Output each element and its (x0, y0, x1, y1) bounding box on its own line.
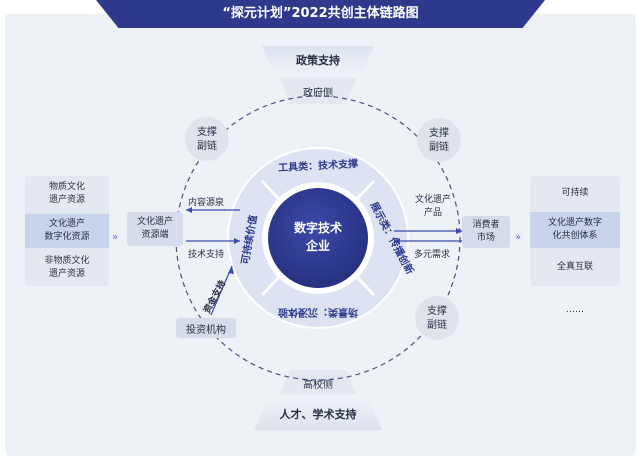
consumer-market-box (462, 216, 510, 248)
talent-trapezoid (254, 398, 382, 430)
title-banner (96, 0, 545, 28)
right-item-system: 文化遗产数字 化共创体系 (547, 218, 602, 241)
support-tl-label: 支撑 副链 (197, 127, 217, 152)
support-bubble-tl (185, 117, 229, 161)
policy-trapezoid (262, 46, 374, 74)
right-item-interconnect: 全真互联 (556, 262, 593, 272)
left-item-digital-highlight (25, 214, 109, 248)
core-circle (268, 188, 368, 288)
left-item-tangible: 物质文化 遗产资源 (48, 182, 85, 205)
investor-box (176, 318, 236, 338)
core-line-2: 企业 (305, 239, 330, 253)
resource-endpoint-box (127, 212, 183, 246)
resource-endpoint-label: 文化遗产 资源端 (136, 217, 173, 240)
university-trapezoid (280, 370, 356, 394)
core-label: 数字技术 企业 (268, 219, 368, 255)
svg-text:»: » (112, 232, 118, 243)
heritage-product-label: 文化遗产 产品 (414, 195, 451, 218)
diagram-title: “探元计划”2022共创主体链路图 (222, 6, 419, 21)
svg-text:»: » (515, 232, 521, 243)
talent-support-label: 人才、学术支持 (279, 408, 357, 421)
right-item-system-highlight (530, 212, 620, 248)
right-item-more: …… (566, 305, 584, 315)
consumer-market-label: 消费者 市场 (472, 220, 500, 243)
support-tr-label: 支撑 副链 (429, 128, 449, 153)
investor-label: 投资机构 (186, 325, 226, 336)
core-line-1: 数字技术 (293, 221, 342, 235)
government-label: 政府侧 (303, 88, 333, 99)
support-bubble-tr (417, 118, 461, 162)
left-item-intangible: 非物质文化 遗产资源 (44, 256, 90, 279)
tech-support-label: 技术支持 (188, 250, 225, 260)
ring-venue-label: 场景类：沉浸体验 (278, 306, 358, 317)
support-bubble-br (415, 296, 459, 340)
support-br-label: 支撑 副链 (427, 306, 447, 331)
policy-support-label: 政策支持 (296, 54, 340, 67)
content-source-label: 内容源泉 (188, 198, 225, 208)
diverse-demand-label: 多元需求 (414, 250, 451, 260)
university-label: 高校侧 (303, 380, 333, 391)
right-item-sustainable: 可持续 (561, 188, 589, 198)
left-item-digital: 文化遗产 数字化资源 (44, 219, 90, 242)
